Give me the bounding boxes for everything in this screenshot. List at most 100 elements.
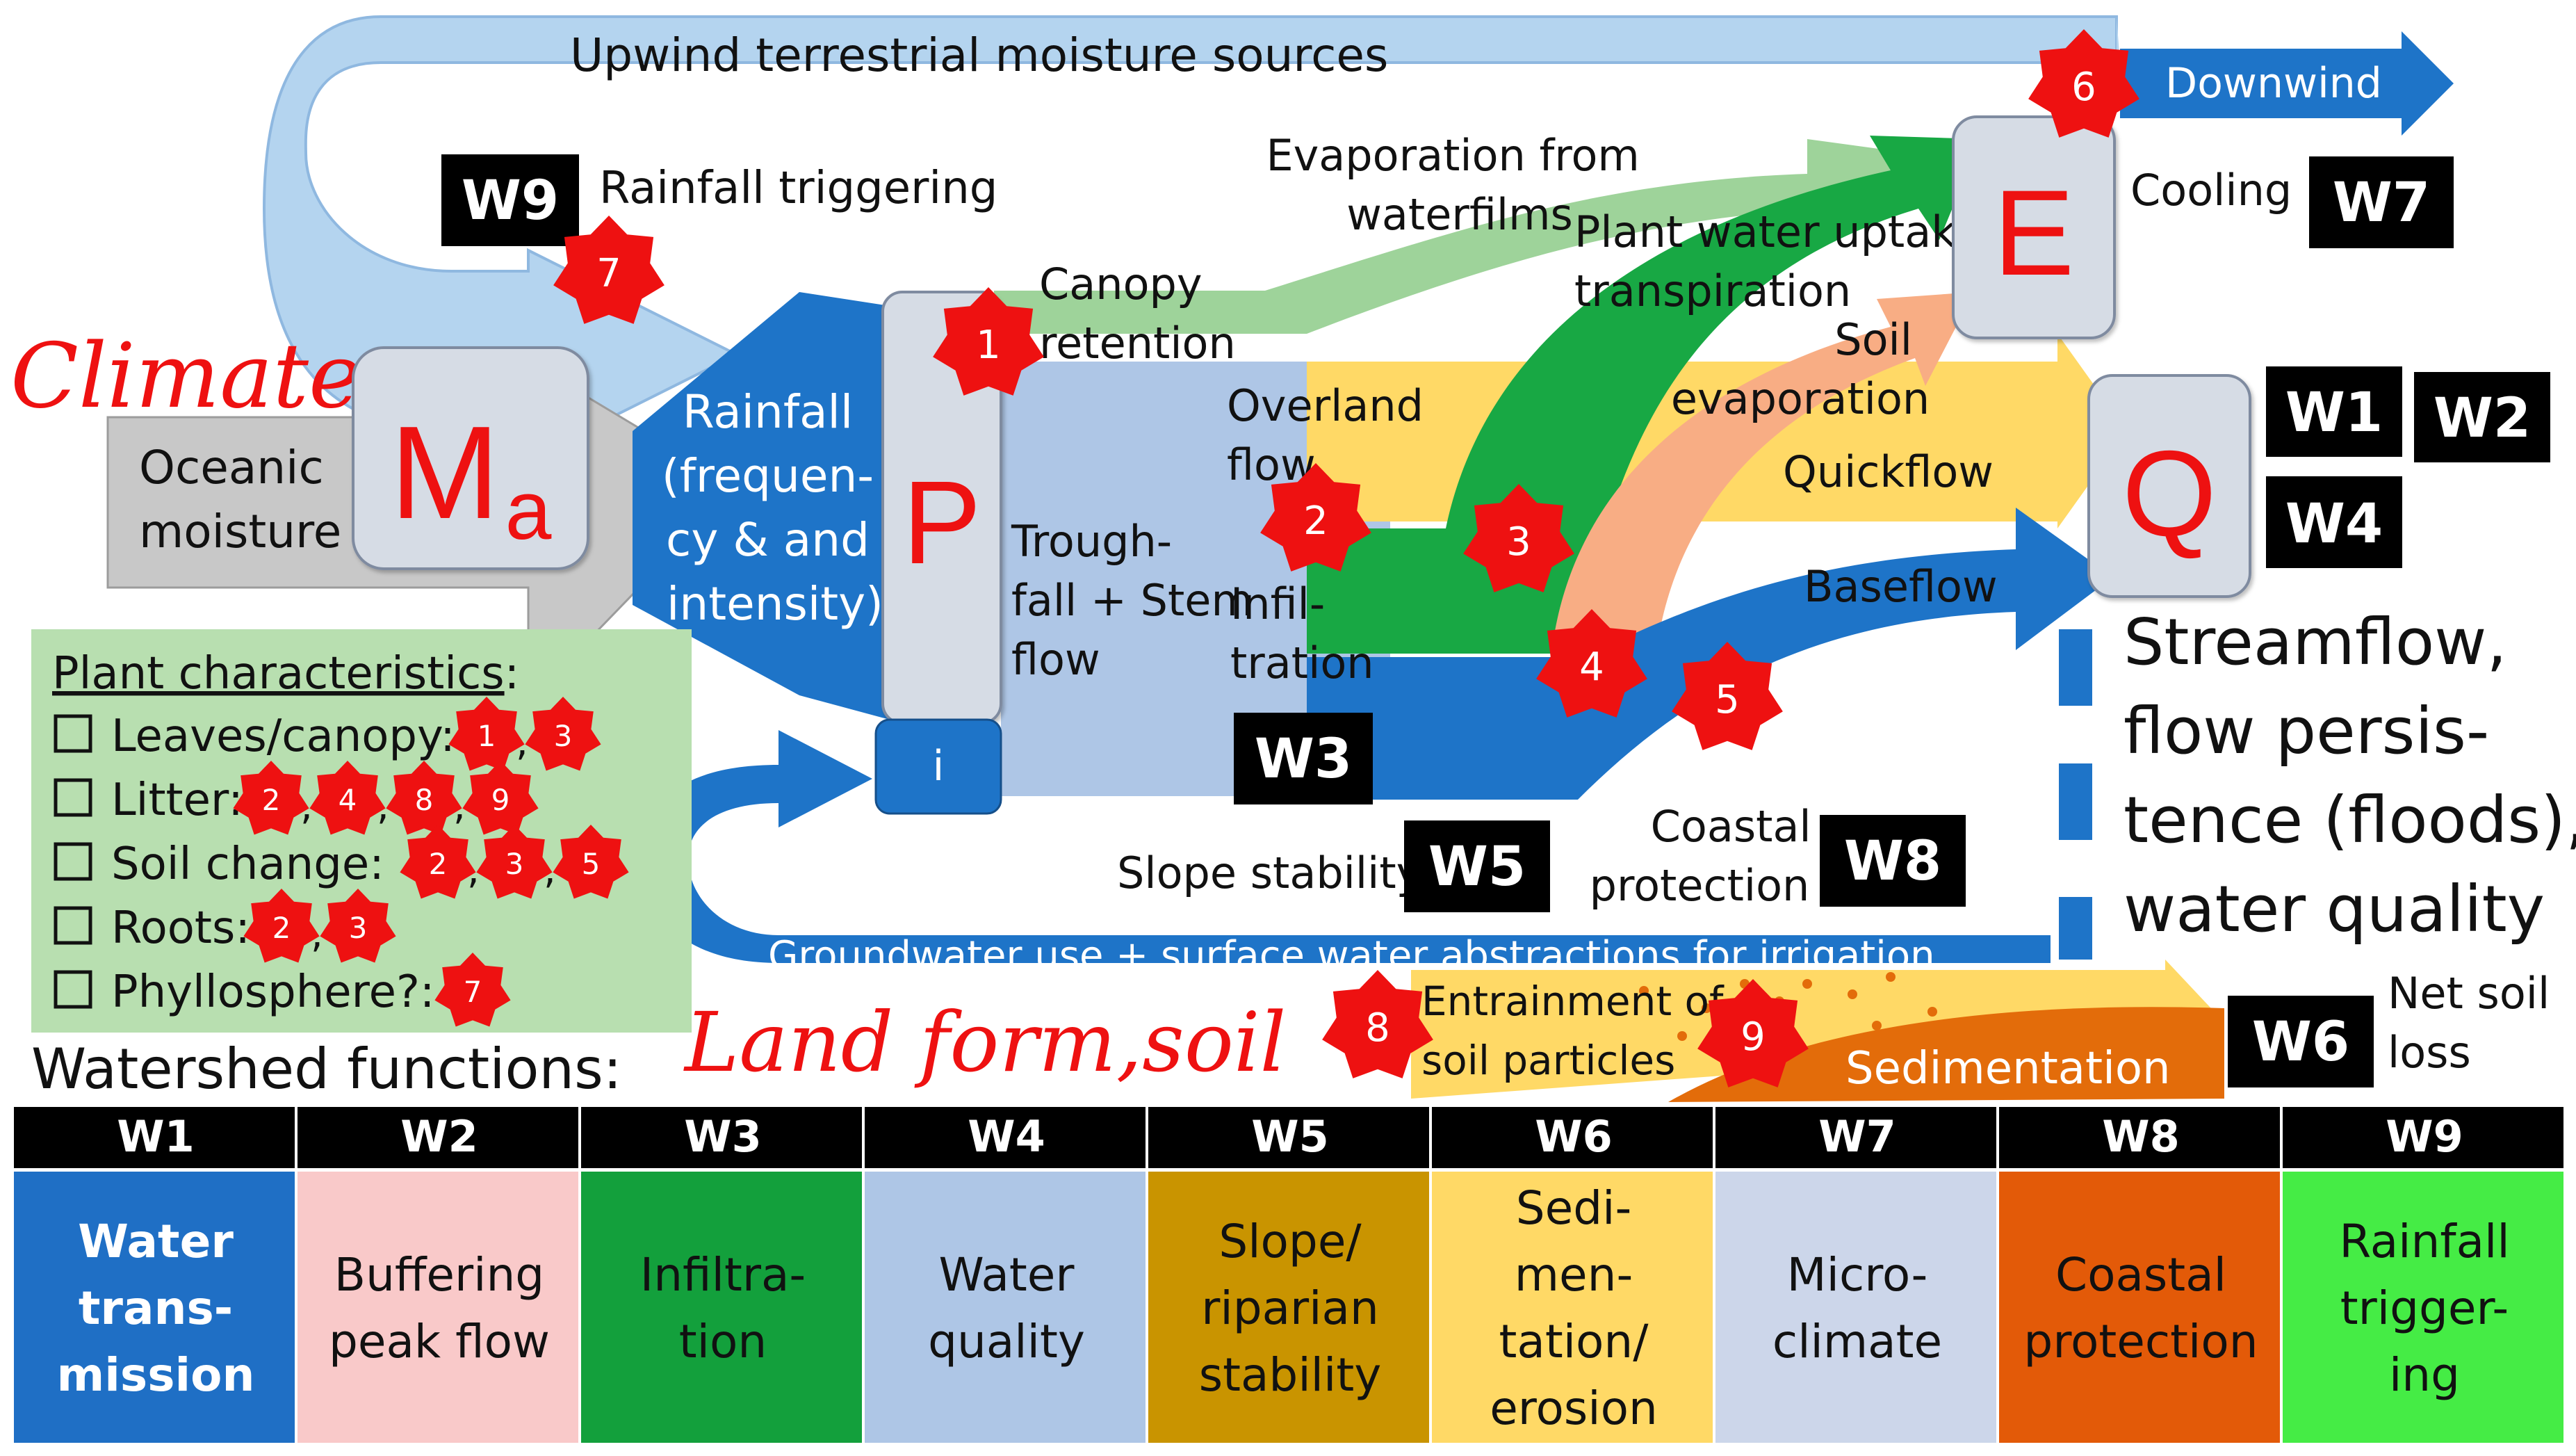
checkbox-icon — [54, 970, 92, 1009]
soil-evap-line-1: Soil — [1834, 314, 1912, 365]
badge-w4 — [2266, 476, 2402, 568]
plant-item: Leaves/canopy:1, 3 — [54, 697, 601, 771]
overland-line-1: Overland — [1227, 380, 1424, 431]
ma-box: M a — [352, 346, 589, 570]
throughfall-label: Trough- fall + Stem flow — [1011, 516, 1267, 685]
marker-number: 3 — [505, 847, 524, 881]
checkbox-icon — [54, 778, 92, 817]
plant-item: Soil change:2,3,5 — [54, 825, 629, 899]
function-code: W2 — [400, 1111, 478, 1162]
function-code: W3 — [684, 1111, 762, 1162]
plant-uptake-line-1: Plant water uptake — [1574, 207, 1981, 257]
marker-number: 2 — [1303, 499, 1328, 544]
process-marker-5: 5 — [553, 825, 629, 899]
marker-number: 3 — [1506, 519, 1531, 565]
badge-w1-text: W1 — [2285, 382, 2383, 444]
marker-star-icon — [448, 697, 525, 771]
plant-uptake-label: Plant water uptake transpiration — [1574, 207, 1995, 316]
process-marker-3: 3 — [525, 697, 601, 771]
function-header — [14, 1107, 295, 1168]
process-marker-6: 6 — [2028, 29, 2139, 138]
function-header — [1715, 1107, 1996, 1168]
soil-evaporation-arrow — [1550, 292, 1974, 668]
function-code: W4 — [968, 1111, 1045, 1162]
marker-star-icon — [1260, 463, 1371, 572]
process-marker-4: 4 — [1536, 609, 1647, 718]
streamflow-dash-3 — [2059, 897, 2092, 960]
function-code: W9 — [2386, 1111, 2463, 1162]
badge-w9 — [441, 154, 579, 246]
oceanic-line-2: moisture — [139, 505, 341, 558]
rainfall-arrow — [633, 292, 890, 720]
marker-star-icon — [434, 953, 511, 1027]
function-label-line: peak flow — [329, 1315, 550, 1368]
badge-w7 — [2309, 156, 2454, 248]
function-label-line: quality — [928, 1315, 1085, 1368]
function-header — [1148, 1107, 1429, 1168]
marker-separator: , — [377, 784, 389, 829]
marker-star-icon — [1322, 970, 1433, 1078]
marker-separator: , — [453, 784, 466, 829]
streamflow-dash-1 — [2059, 629, 2092, 706]
marker-number: 3 — [349, 911, 368, 945]
function-header — [1432, 1107, 1713, 1168]
badge-w5 — [1404, 820, 1550, 912]
function-label-line: tion — [679, 1315, 767, 1368]
watershed-title: Watershed functions: — [31, 1037, 622, 1101]
marker-star-icon — [2028, 29, 2139, 138]
process-marker-9: 9 — [1697, 979, 1809, 1087]
evap-waterfilms-label: Evaporation from waterfilms — [1266, 130, 1653, 240]
rainfall-line-2: (frequen- — [662, 449, 874, 503]
function-label-line: stability — [1199, 1348, 1382, 1402]
function-label-line: mission — [57, 1348, 255, 1402]
process-marker-3: 3 — [476, 825, 553, 899]
function-label-line: ing — [2389, 1348, 2460, 1402]
marker-number: 4 — [1579, 645, 1604, 690]
infiltration-line-2: tration — [1230, 638, 1374, 688]
function-label-line: Micro- — [1787, 1248, 1928, 1302]
oceanic-line-1: Oceanic — [139, 441, 324, 494]
p-box: P i — [874, 291, 1002, 815]
marker-separator: , — [300, 784, 313, 829]
badge-w1 — [2266, 366, 2402, 457]
function-label-line: erosion — [1490, 1382, 1658, 1435]
badge-w3-text: W3 — [1255, 728, 1352, 791]
throughfall-line-1: Trough- — [1011, 516, 1172, 567]
baseflow-label: Baseflow — [1804, 561, 1998, 612]
process-marker-8: 8 — [1322, 970, 1433, 1078]
streamflow-label: Streamflow, flow persis- tence (floods),… — [2123, 605, 2576, 946]
rainfall-line-3: cy & and — [666, 513, 870, 567]
climate-label: Climate — [10, 325, 361, 428]
quickflow-label: Quickflow — [1783, 446, 1994, 497]
marker-star-icon — [320, 889, 396, 963]
process-marker-1: 1 — [448, 697, 525, 771]
process-marker-2: 2 — [233, 761, 309, 835]
function-label-line: trans- — [79, 1281, 233, 1335]
streamflow-line-2: flow persis- — [2123, 694, 2489, 768]
coastal-line-1: Coastal — [1651, 801, 1811, 852]
marker-number: 7 — [464, 975, 482, 1009]
plant-item-label: Phyllosphere?: — [111, 966, 434, 1018]
marker-number: 3 — [554, 719, 573, 753]
infiltration-line-1: Infil- — [1230, 579, 1325, 629]
plant-item-label: Leaves/canopy: — [111, 711, 455, 762]
marker-separator: , — [516, 720, 528, 765]
checkbox-icon — [54, 842, 92, 881]
oceanic-moisture-label: Oceanic moisture — [139, 441, 341, 558]
function-cell — [865, 1172, 1146, 1443]
marker-number: 8 — [1365, 1005, 1390, 1051]
function-label-line: men- — [1515, 1248, 1633, 1302]
canopy-evaporation-arrow — [994, 139, 1960, 334]
marker-star-icon — [525, 697, 601, 771]
function-label: Sedi-men-tation/erosion — [1490, 1181, 1658, 1435]
p-sub-box — [874, 718, 1002, 815]
